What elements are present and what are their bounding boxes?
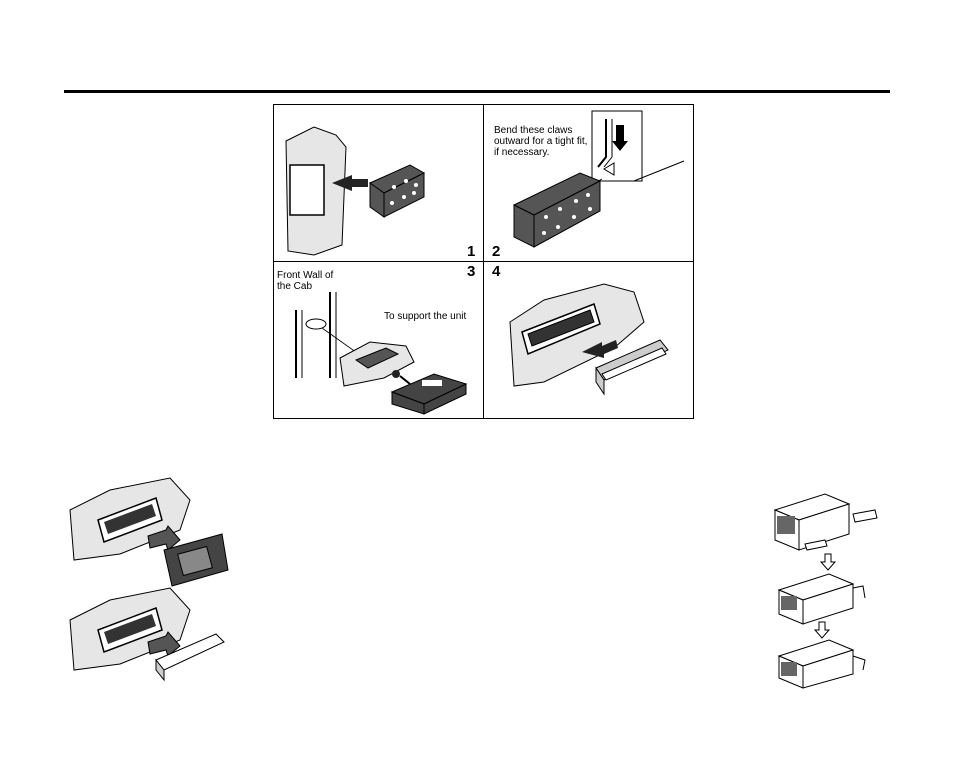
step-3-number: 3	[467, 263, 476, 280]
step-2-illustration	[512, 110, 685, 248]
step-3-panel: Front Wall of the Cab To support the uni…	[274, 262, 484, 418]
step-4-illustration	[509, 283, 669, 396]
step-2-number: 2	[492, 243, 501, 260]
step-3-illustration	[295, 292, 468, 415]
step-1-panel: 1	[274, 105, 484, 262]
step-3-support-caption: To support the unit	[384, 311, 467, 322]
claw-release-illustration	[773, 493, 878, 689]
step-4-panel: 4	[484, 262, 693, 418]
step-1-number: 1	[467, 243, 476, 260]
step-3-caption: Front Wall of the Cab	[277, 270, 333, 292]
step-3-caption-line-1: Front Wall of	[277, 270, 334, 281]
step-2-caption-line-2: outward for a tight fit,	[494, 136, 588, 147]
step-2-panel: Bend these claws outward for a tight fit…	[484, 105, 693, 262]
step-4-number: 4	[492, 263, 501, 280]
step-2-caption: Bend these claws outward for a tight fit…	[494, 125, 587, 158]
step-2-caption-line-3: if necessary.	[494, 147, 550, 158]
removal-illustration	[69, 477, 229, 682]
installation-steps-grid: 1 Bend these claws outward for a tight f…	[273, 104, 694, 419]
step-1-illustration	[285, 126, 426, 256]
header-rule	[64, 90, 890, 93]
step-2-caption-line-1: Bend these claws	[494, 125, 573, 136]
step-3-caption-line-2: the Cab	[277, 281, 313, 292]
